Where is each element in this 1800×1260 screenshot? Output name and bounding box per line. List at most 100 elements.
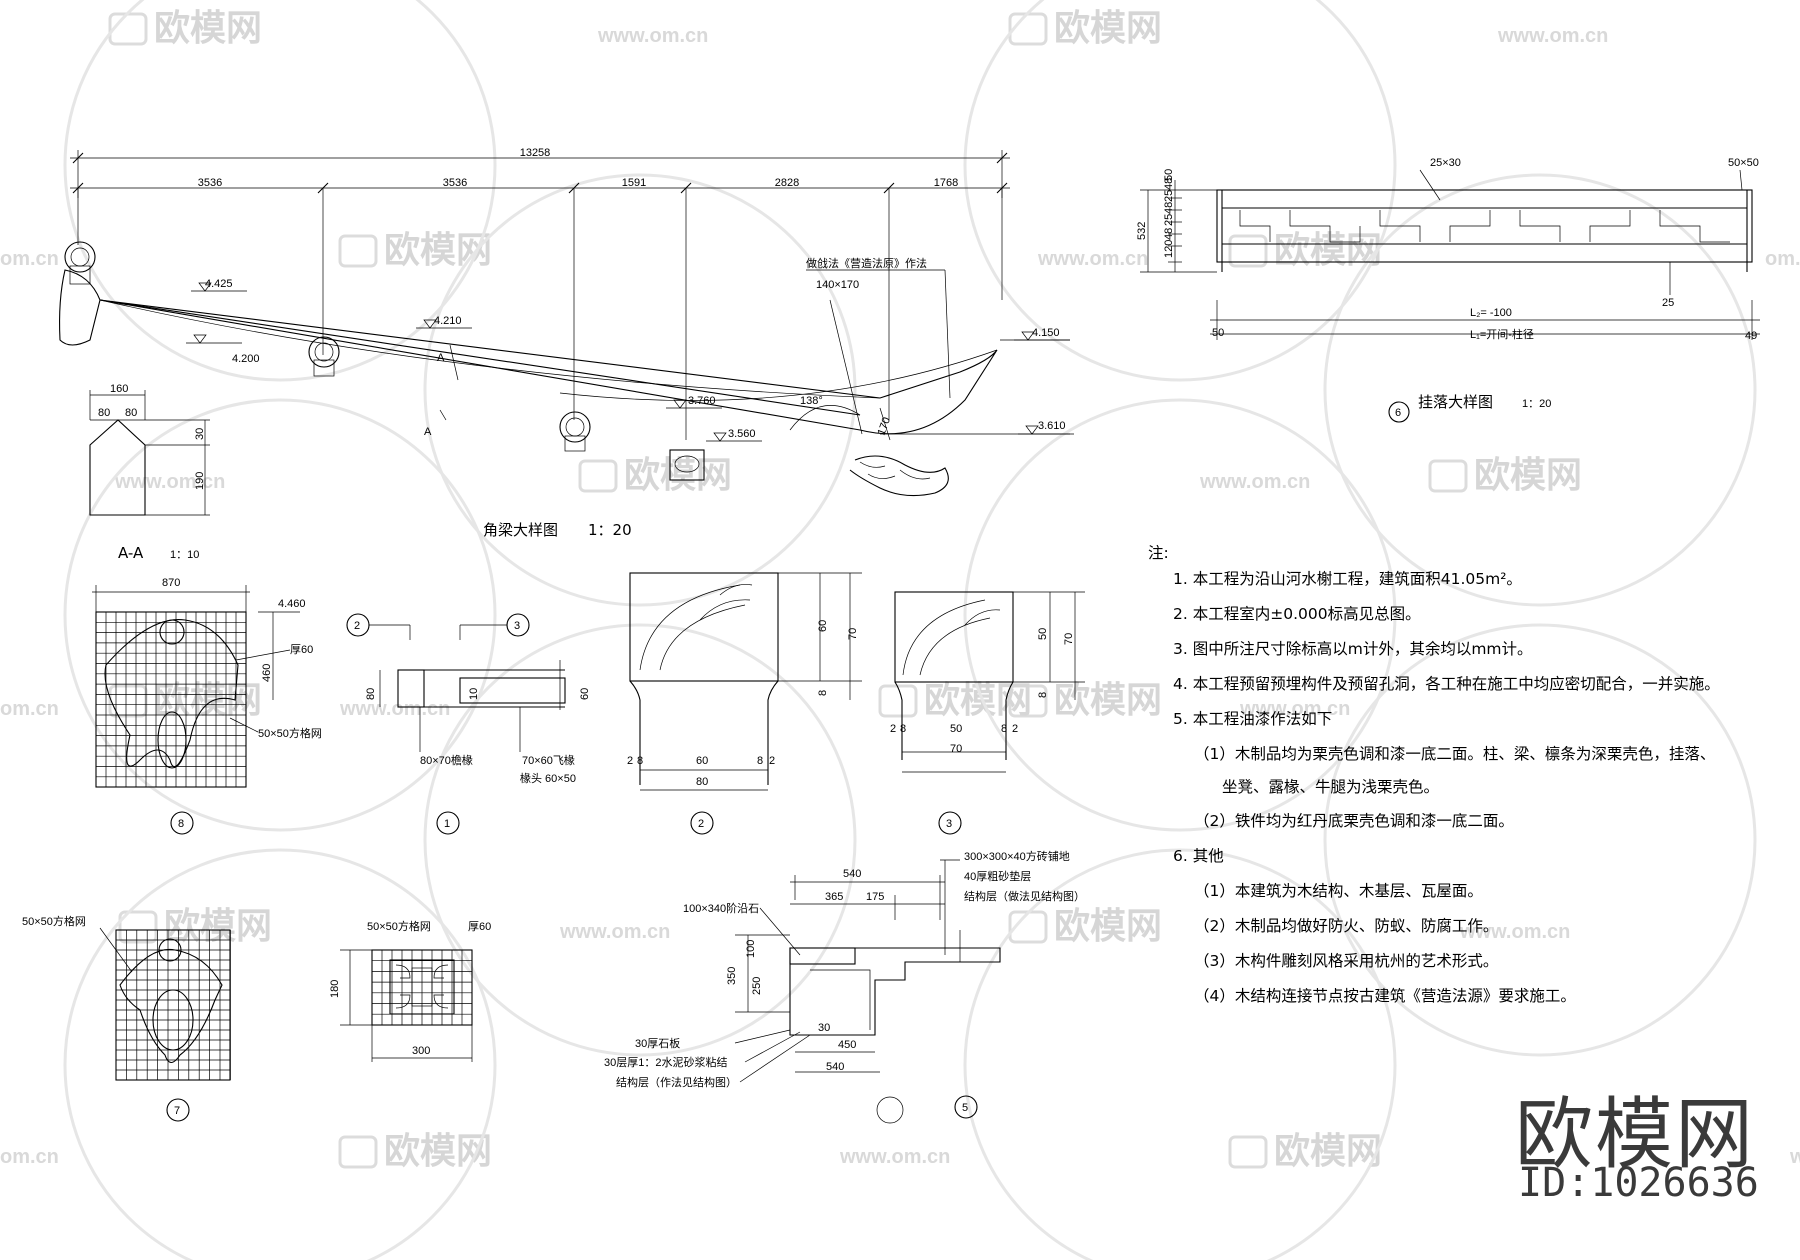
corner-beam-scale: 1：20 [588,521,632,539]
d6-vdim: 120 [1163,240,1175,258]
aa-dim-80b: 80 [125,407,137,419]
watermark-arc [1323,623,1757,1057]
note-5: 5. 本工程油漆作法如下 [1173,710,1333,728]
d2-dim-80: 80 [696,776,708,788]
d6-l2: L₂= -100 [1470,307,1512,319]
watermark-url: www.om.cn [559,921,670,943]
watermark-url-short: om.cn [0,1146,59,1168]
d5-label-r0: 300×300×40方砖铺地 [964,849,1070,863]
svg-text:欧模网: 欧模网 [384,230,492,271]
d6-vdim: 25 [1163,214,1175,226]
d7b-width: 300 [412,1045,430,1057]
d6-vdim: 25 [1163,190,1175,202]
section-mark-a-top: A [437,352,445,364]
watermark-arc [63,0,497,382]
svg-text:欧模网: 欧模网 [1054,680,1162,721]
d5-label-l2: 30层厚1：2水泥砂浆粘结 [604,1055,727,1069]
d5-dim-175: 175 [866,891,884,903]
d7-grid: 50×50方格网 [22,914,86,928]
note-size: 140×170 [816,279,859,291]
watermark-arc [1323,173,1757,607]
detail-2: 60 80 2 8 8 2 60 70 8 2 [627,572,862,835]
d6-scale: 1：20 [1522,398,1551,410]
note-6-4: （4）木结构连接节点按古建筑《营造法源》要求施工。 [1194,987,1576,1005]
d6-dim-top: 25×30 [1430,157,1461,169]
svg-text:欧模网: 欧模网 [1054,8,1162,49]
d2-dim-60: 60 [696,755,708,767]
watermark-url: www.om.cn [597,25,708,47]
watermark-url: www.om.cn [1459,921,1570,943]
d3-no: 3 [946,818,952,830]
note-4: 4. 本工程预留预埋构件及预留孔洞，各工种在施工中均应密切配合，一并实施。 [1173,675,1720,693]
d5-label-r2: 结构层（做法见结构图） [964,889,1085,903]
watermark-logo: 欧模网 [578,455,732,496]
svg-text:欧模网: 欧模网 [154,680,262,721]
detail-7: 50×50方格网 7 [22,914,231,1122]
d5-dim-250: 250 [751,977,763,995]
svg-text:欧模网: 欧模网 [384,1131,492,1172]
watermark-logo: 欧模网 [1428,455,1582,496]
d7b-grid: 50×50方格网 [367,919,431,933]
corner-beam-title: 角梁大样图 [483,521,558,539]
d7-no: 7 [174,1105,180,1117]
d2-dim-8a: 8 [637,755,643,767]
elev-4200: 4.200 [232,353,260,365]
d3-dim-2a: 2 [890,723,896,735]
watermark-url: www.om.cn [1789,1146,1800,1168]
brand-logo: 欧模网 [1515,1090,1756,1180]
d5-dim-100: 100 [745,940,757,958]
d8-grid: 50×50方格网 [258,726,322,740]
watermark-logo: 欧模网 [338,1131,492,1172]
elev-4150: 4.150 [1032,327,1060,339]
detail-7b: 50×50方格网 厚60 180 300 [329,919,491,1062]
watermark-arc [423,623,857,1057]
svg-text:欧模网: 欧模网 [1054,906,1162,947]
watermark-logo: 欧模网 [338,230,492,271]
svg-text:欧模网: 欧模网 [1474,455,1582,496]
elev-4210: 4.210 [434,315,462,327]
note-6-2: （2）木制品均做好防火、防蚁、防腐工作。 [1194,917,1499,935]
angle-label: 138° [800,395,823,407]
d5-dim-30: 30 [818,1022,830,1034]
note-6-3: （3）木构件雕刻风格采用杭州的艺术形式。 [1194,952,1499,970]
aa-dim-30: 30 [194,428,206,440]
d2-dim-2a: 2 [627,755,633,767]
d6-dim-corner: 50×50 [1728,157,1759,169]
watermark-url-short: om.cn [1765,248,1800,270]
d3-dim-v70: 70 [1063,633,1075,645]
dim-seg-2: 3536 [443,177,467,189]
d8-elev: 4.460 [278,598,306,610]
dim-seg-5: 1768 [934,177,958,189]
d5-label-r1: 40厚粗砂垫层 [964,869,1031,883]
section-aa: 160 80 80 30 190 A-A 1：10 [89,383,210,562]
detail-3: 50 70 2 8 8 2 50 70 8 3 [890,591,1085,835]
dim-170: 170 [876,416,894,437]
d1-dim-10: 10 [468,688,480,700]
d8-thick: 厚60 [290,643,313,656]
d6-dim-532: 532 [1136,222,1148,240]
dim-seg-1: 3536 [198,177,222,189]
note-1: 1. 本工程为沿山河水榭工程，建筑面积41.05m²。 [1173,570,1522,588]
d1-no: 1 [444,818,450,830]
d2-dim-v8: 8 [817,690,829,696]
aa-dim-80a: 80 [98,407,110,419]
detail-1: 2 3 80 10 60 80×70檐椽 70×60飞椽 椽头 60×50 1 [346,613,591,835]
svg-text:欧模网: 欧模网 [1274,1131,1382,1172]
detail-8: 870 4.460 460 厚60 50×50方格网 8 [92,577,322,835]
d2-dim-8b: 8 [757,755,763,767]
d2-dim-v60: 60 [817,620,829,632]
elev-3610: 3.610 [1038,420,1066,432]
d7b-height: 180 [329,980,341,998]
elev-3760: 3.760 [688,395,716,407]
d8-height: 460 [261,664,273,682]
note-5-2: （2）铁件均为红丹底栗壳色调和漆一底二面。 [1194,812,1514,830]
d3-dim-50: 50 [950,723,962,735]
watermark-url-short: om.cn [0,248,59,270]
d2-dim-v70: 70 [847,628,859,640]
watermark-logo: 欧模网 [118,906,272,947]
d6-vdim: 48 [1163,178,1175,190]
note-method: 做戗法《营造法原》作法 [806,256,927,270]
watermark-url-short: om.cn [0,698,59,720]
